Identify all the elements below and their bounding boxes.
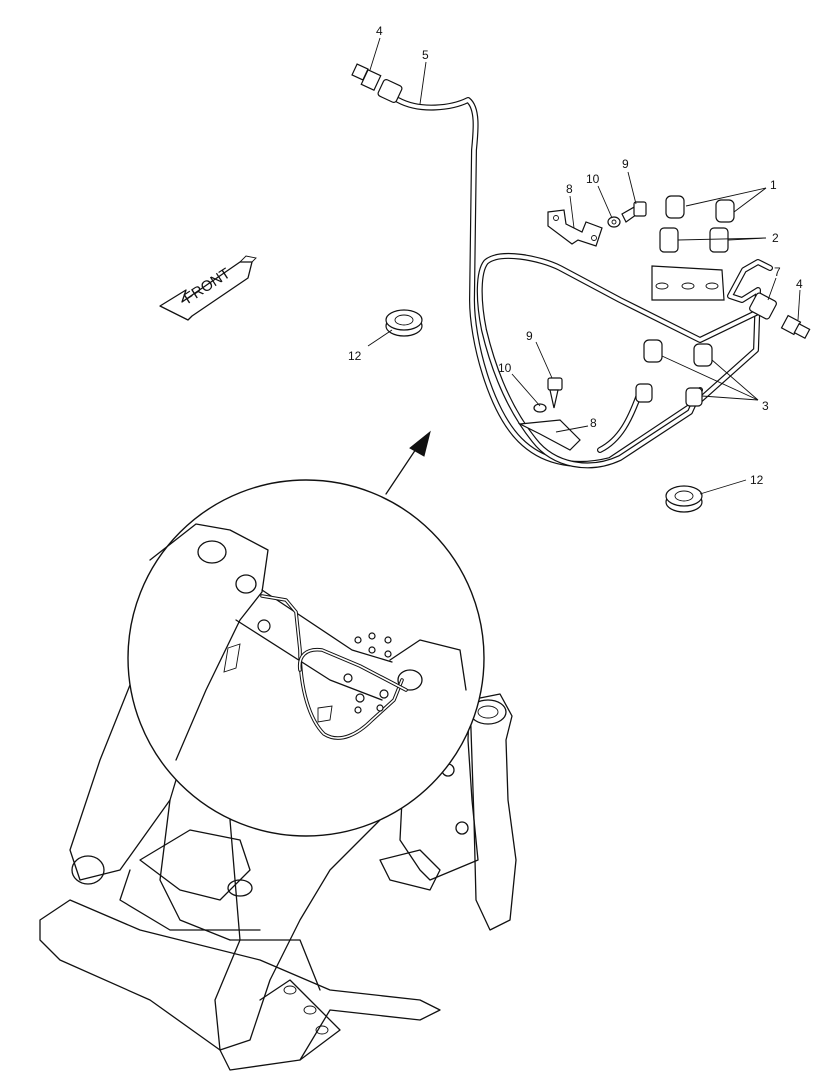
fitting-4-right	[780, 314, 811, 340]
callout-labels: 4 5 1 2 7 4 3 8 10 9 9 10 8 12 12	[348, 24, 803, 487]
callout-8: 8	[566, 182, 573, 196]
fitting-bracket	[651, 265, 725, 301]
grommet-12-right	[665, 485, 703, 513]
front-direction-arrow: FRONT	[159, 255, 257, 321]
fitting-1-left	[665, 195, 685, 219]
fitting-7	[749, 292, 777, 320]
callout-9-lower: 9	[526, 329, 533, 343]
callout-10-lower: 10	[498, 361, 512, 375]
callout-12-right: 12	[750, 473, 764, 487]
callout-3: 3	[762, 399, 769, 413]
washer-10-upper	[607, 216, 621, 228]
callout-2: 2	[772, 231, 779, 245]
callout-8-lower: 8	[590, 416, 597, 430]
washer-10-lower	[533, 403, 547, 413]
grommet-12-left	[385, 309, 423, 337]
front-label: FRONT	[181, 265, 234, 307]
callout-1: 1	[770, 178, 777, 192]
callout-4: 4	[376, 24, 383, 38]
clamp-8-lower	[517, 419, 581, 451]
fitting-3-left	[635, 339, 663, 403]
callout-7: 7	[774, 265, 781, 279]
detail-magnifier-circle	[127, 479, 485, 837]
fitting-4-upper	[351, 63, 403, 103]
callout-4-right: 4	[796, 277, 803, 291]
fitting-2-left	[659, 227, 679, 253]
fitting-3-right	[685, 343, 713, 407]
callout-12: 12	[348, 349, 362, 363]
bolt-9-upper	[621, 201, 647, 223]
callout-10: 10	[586, 172, 600, 186]
callout-9: 9	[622, 157, 629, 171]
fitting-1-right	[715, 199, 735, 223]
leader-lines	[367, 37, 801, 495]
clamp-8-upper	[547, 209, 603, 247]
callout-5: 5	[422, 48, 429, 62]
fitting-2-right	[709, 227, 729, 253]
bolt-9-lower	[547, 377, 563, 409]
detail-pointer-arrow	[385, 430, 431, 495]
